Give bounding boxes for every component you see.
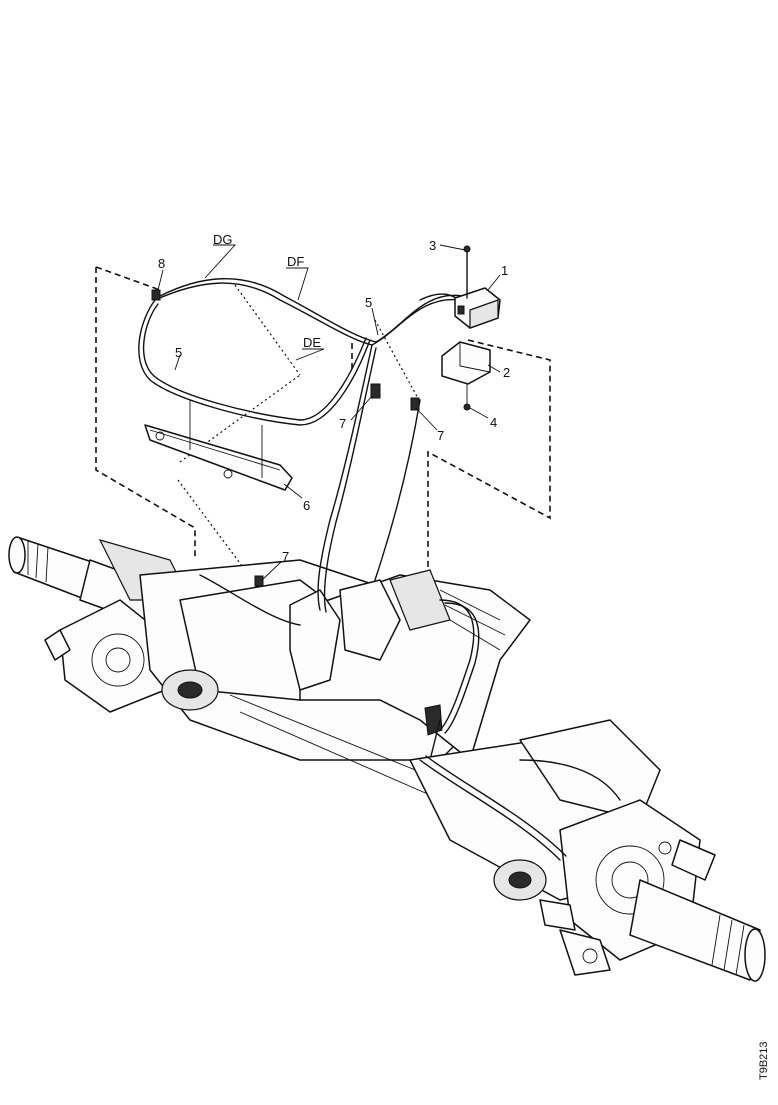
drawing-id: T9B213 bbox=[758, 1041, 770, 1080]
callout-6: 6 bbox=[303, 498, 310, 513]
callout-DF: DF bbox=[287, 254, 304, 269]
callout-7-right: 7 bbox=[437, 428, 444, 443]
assembly-guide-lines bbox=[95, 266, 551, 591]
rear-axle-housing bbox=[8, 536, 766, 982]
callout-labels: 1 2 3 4 5 5 6 7 7 7 8 DG DF DE bbox=[158, 232, 510, 564]
callout-DG: DG bbox=[213, 232, 233, 247]
callout-5-upper: 5 bbox=[365, 295, 372, 310]
callout-3: 3 bbox=[429, 238, 436, 253]
callout-2: 2 bbox=[503, 365, 510, 380]
connector-assembly bbox=[441, 245, 501, 411]
callout-leaders bbox=[157, 244, 501, 581]
callout-4: 4 bbox=[490, 415, 497, 430]
callout-5-left: 5 bbox=[175, 345, 182, 360]
callout-8: 8 bbox=[158, 256, 165, 271]
sensor-guide-bracket bbox=[144, 400, 293, 491]
callout-7-center: 7 bbox=[339, 416, 346, 431]
sensor-cable-harness bbox=[138, 278, 621, 861]
callout-DE: DE bbox=[303, 335, 321, 350]
callout-1: 1 bbox=[501, 263, 508, 278]
callout-7-lower: 7 bbox=[282, 549, 289, 564]
